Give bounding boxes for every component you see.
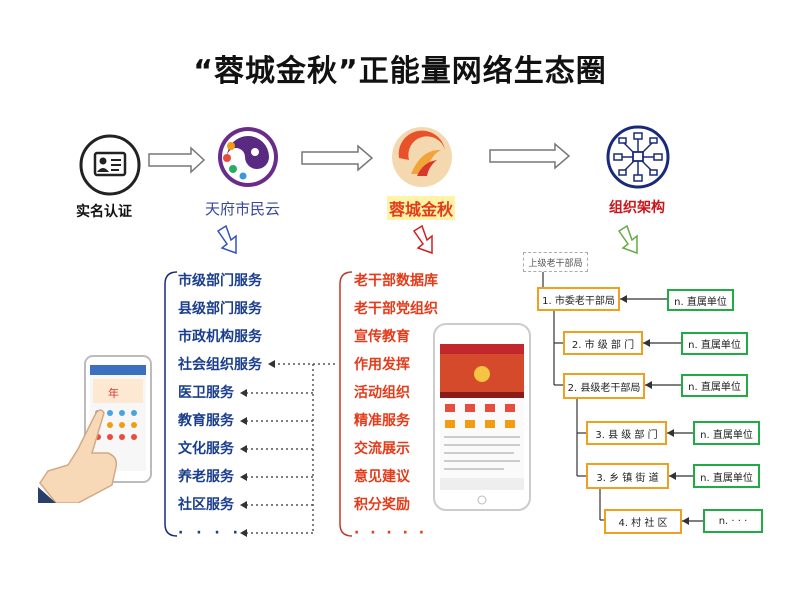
veteran-functions-list: 老干部数据库 老干部党组织 宣传教育 作用发挥 活动组织 精准服务 交流展示 意… — [354, 267, 438, 547]
list-item: 市级部门服务 — [178, 273, 262, 289]
svg-text:年: 年 — [108, 386, 119, 400]
direct-unit-box: n. 直属单位 — [693, 421, 760, 445]
list-item: · · · · · — [354, 525, 428, 541]
tianfu-label: 天府市民云 — [205, 200, 281, 218]
direct-unit-box: n. 直属单位 — [667, 289, 734, 311]
list-item: · · · · — [178, 525, 242, 541]
list-item: 社会组织服务 — [178, 357, 262, 373]
list-item: 养老服务 — [178, 469, 234, 485]
org-node-county-bureau: 2. 县级老干部局 — [563, 373, 645, 399]
org-node-township: 3. 乡 镇 街 道 — [586, 463, 669, 489]
org-node-city-bureau: 1. 市委老干部局 — [537, 287, 620, 311]
direct-unit-box: n. 直属单位 — [681, 374, 748, 397]
list-item: 精准服务 — [354, 413, 410, 429]
list-item: 市政机构服务 — [178, 329, 262, 345]
direct-unit-box: n. 直属单位 — [693, 464, 760, 488]
org-node-village: 4. 村 社 区 — [604, 509, 682, 534]
phone-hand-illustration: 年 — [38, 353, 158, 503]
list-item: 宣传教育 — [354, 329, 410, 345]
superior-bureau-node: 上级老干部局 — [523, 252, 588, 272]
id-card-icon — [79, 134, 141, 196]
list-item: 作用发挥 — [354, 357, 410, 373]
rongcheng-label: 蓉城金秋 — [387, 196, 456, 220]
rongcheng-logo-icon — [389, 124, 455, 190]
list-item: 老干部数据库 — [354, 273, 438, 289]
org-label: 组织架构 — [609, 200, 665, 216]
list-item: 县级部门服务 — [178, 301, 262, 317]
tianfu-logo-icon — [215, 124, 281, 190]
direct-unit-box: n. · · · — [703, 509, 763, 533]
org-node-county-dept: 3. 县 级 部 门 — [586, 421, 667, 445]
direct-unit-box: n. 直属单位 — [681, 332, 748, 355]
city-services-list: 市级部门服务 县级部门服务 市政机构服务 社会组织服务 医卫服务 教育服务 文化… — [178, 267, 262, 547]
phone-app-screenshot — [432, 322, 532, 512]
auth-label: 实名认证 — [76, 204, 132, 220]
network-icon — [605, 124, 671, 190]
list-item: 活动组织 — [354, 385, 410, 401]
list-item: 老干部党组织 — [354, 301, 438, 317]
list-item: 社区服务 — [178, 497, 234, 513]
org-node-city-dept: 2. 市 级 部 门 — [563, 331, 643, 355]
list-item: 交流展示 — [354, 441, 410, 457]
list-item: 教育服务 — [178, 413, 234, 429]
list-item: 意见建议 — [354, 469, 410, 485]
list-item: 积分奖励 — [354, 497, 410, 513]
list-item: 文化服务 — [178, 441, 234, 457]
list-item: 医卫服务 — [178, 385, 234, 401]
page-title: “蓉城金秋”正能量网络生态圈 — [193, 54, 607, 89]
